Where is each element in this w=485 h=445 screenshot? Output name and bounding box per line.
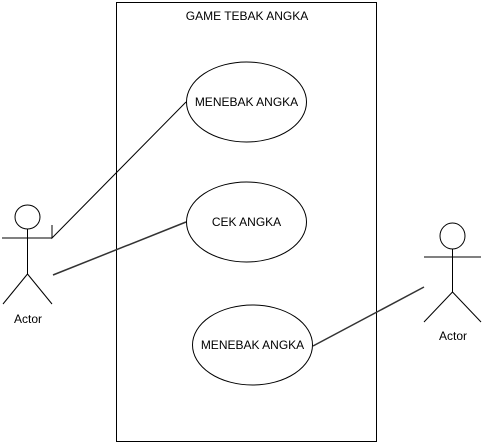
system-title: GAME TEBAK ANGKA: [186, 9, 308, 23]
use-case-ellipse: [192, 304, 313, 386]
actor-left[interactable]: Actor: [2, 204, 53, 326]
use-case-menebak-angka-2[interactable]: MENEBAK ANGKA: [192, 304, 313, 386]
use-case-label: MENEBAK ANGKA: [201, 338, 304, 352]
use-case-cek-angka[interactable]: CEK ANGKA: [186, 181, 307, 263]
actor-right[interactable]: Actor: [423, 222, 482, 343]
actor-label: Actor: [14, 312, 42, 326]
use-case-label: CEK ANGKA: [212, 215, 281, 229]
stick-figure-icon: [2, 204, 53, 305]
use-case-menebak-angka-1[interactable]: MENEBAK ANGKA: [186, 61, 307, 143]
stick-figure-icon: [423, 222, 482, 323]
association-line-actor-right-menebak[interactable]: [312, 286, 425, 347]
actor-label: Actor: [439, 329, 467, 343]
use-case-ellipse: [186, 61, 307, 143]
use-case-label: MENEBAK ANGKA: [195, 95, 298, 109]
use-case-ellipse: [186, 181, 307, 263]
association-line-actor-left-cek[interactable]: [52, 221, 187, 276]
